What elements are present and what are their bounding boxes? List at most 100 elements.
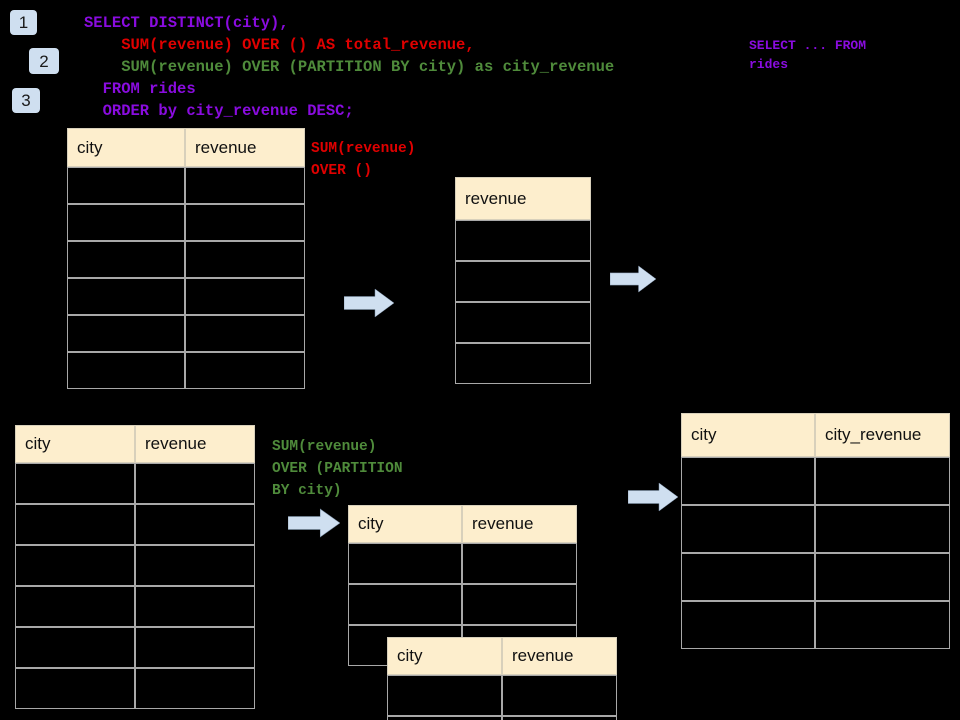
step-badge-1: 1 (10, 10, 37, 35)
table-row (387, 716, 617, 720)
table-cell (815, 553, 950, 601)
column-header: city (348, 505, 462, 543)
sql-line-2: SUM(revenue) OVER () AS total_revenue, (84, 36, 475, 54)
step-badge-label: 1 (18, 13, 29, 32)
table-total-revenue-table: revenue (455, 177, 591, 384)
table-cell (185, 204, 305, 241)
table-row (455, 302, 591, 343)
table-cell (681, 601, 815, 649)
sql-query-text: SELECT DISTINCT(city), SUM(revenue) OVER… (84, 12, 614, 122)
table-cell (15, 668, 135, 709)
table-cell (135, 463, 255, 504)
table-cell (135, 545, 255, 586)
table-cell (185, 241, 305, 278)
table-row (455, 261, 591, 302)
sql-line-3: SUM(revenue) OVER (PARTITION BY city) as… (84, 58, 615, 76)
table-cell (67, 315, 185, 352)
table-row (67, 352, 305, 389)
table-row (455, 343, 591, 384)
table-cell (185, 352, 305, 389)
table-cell (185, 315, 305, 352)
step-badge-label: 2 (39, 51, 49, 71)
arrow-partition-to-result-icon (627, 482, 679, 512)
table-row (681, 601, 950, 649)
table-cell (815, 601, 950, 649)
table-cell (681, 553, 815, 601)
step-badge-label: 3 (21, 91, 31, 110)
table-cell (185, 167, 305, 204)
table-row (15, 463, 255, 504)
table-cell (348, 543, 462, 584)
table-cell (387, 675, 502, 716)
annotation-sum-over-empty: SUM(revenue) OVER () (311, 141, 416, 179)
arrow-source-to-total-icon (343, 288, 395, 318)
table-cell (15, 545, 135, 586)
sql-line-1: SELECT DISTINCT(city), (84, 14, 289, 32)
table-cell (135, 586, 255, 627)
column-header: city (387, 637, 502, 675)
column-header: city_revenue (815, 413, 950, 457)
table-cell (135, 668, 255, 709)
table-cell (15, 463, 135, 504)
table-row (681, 553, 950, 601)
arrow-source-to-partition-icon (287, 508, 341, 538)
table-cell (462, 584, 577, 625)
table-cell (455, 302, 591, 343)
column-header: revenue (185, 128, 305, 167)
column-header: revenue (462, 505, 577, 543)
table-cell (502, 675, 617, 716)
annotation-select-from-rides: SELECT ... FROM rides (749, 38, 867, 72)
sql-line-4: FROM rides (84, 80, 196, 98)
step-badge-2: 2 (29, 48, 59, 74)
column-header: city (681, 413, 815, 457)
table-cell (455, 343, 591, 384)
table-row (67, 167, 305, 204)
table-row (67, 278, 305, 315)
table-cell (348, 584, 462, 625)
column-header: revenue (135, 425, 255, 463)
table-cell (815, 457, 950, 505)
table-cell (455, 261, 591, 302)
table-cell (387, 716, 502, 720)
table-row (348, 543, 577, 584)
table-cell (15, 586, 135, 627)
step-badge-3: 3 (12, 88, 40, 113)
table-cell (15, 627, 135, 668)
column-header: revenue (455, 177, 591, 220)
table-row (387, 675, 617, 716)
table-row (15, 545, 255, 586)
column-header: city (67, 128, 185, 167)
table-cell (681, 457, 815, 505)
table-row (67, 204, 305, 241)
table-cell (15, 504, 135, 545)
table-row (455, 220, 591, 261)
column-header: city (15, 425, 135, 463)
column-header: revenue (502, 637, 617, 675)
table-cell (455, 220, 591, 261)
table-cell (67, 204, 185, 241)
annotation-sum-over-partition: SUM(revenue) OVER (PARTITION BY city) (272, 439, 403, 499)
table-row (67, 241, 305, 278)
table-row (15, 586, 255, 627)
table-cell (135, 627, 255, 668)
table-cell (462, 543, 577, 584)
table-row (681, 505, 950, 553)
table-row (15, 668, 255, 709)
table-header-row: revenue (455, 177, 591, 220)
table-cell (67, 167, 185, 204)
table-cell (502, 716, 617, 720)
table-row (15, 504, 255, 545)
arrow-total-to-result-icon (609, 265, 657, 293)
table-cell (815, 505, 950, 553)
sql-line-5: ORDER by city_revenue DESC; (84, 102, 354, 120)
table-cell (681, 505, 815, 553)
